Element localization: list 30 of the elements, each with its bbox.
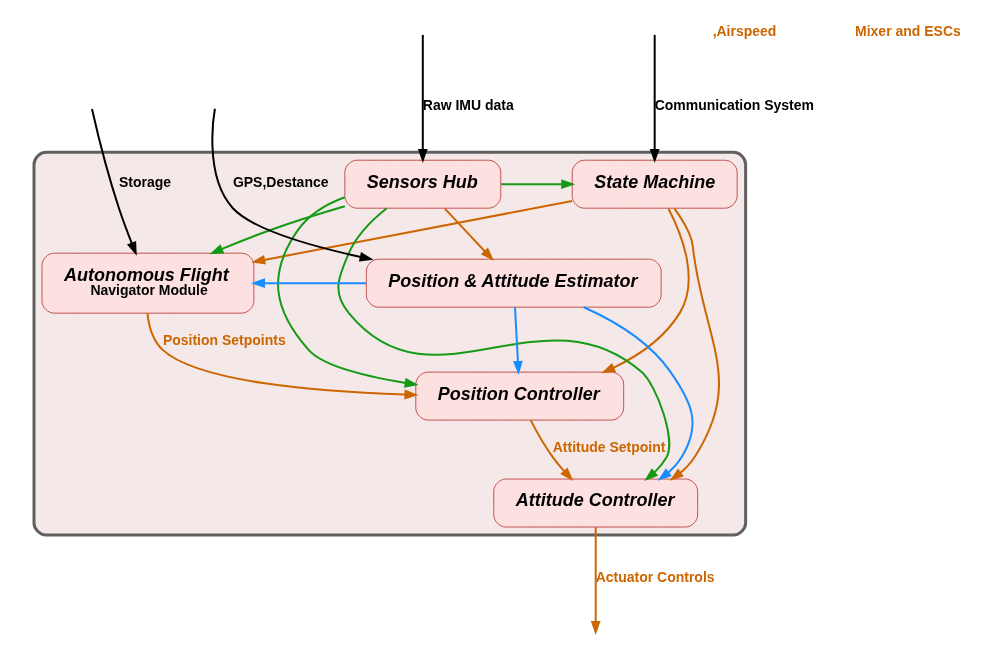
arrow bbox=[90, 107, 137, 256]
arrow bbox=[417, 33, 428, 164]
arrow bbox=[250, 278, 367, 289]
arrow bbox=[208, 205, 346, 255]
arrow bbox=[145, 312, 418, 400]
node-box: Autonomous Flight Navigator Module bbox=[41, 252, 254, 314]
arrow bbox=[600, 207, 690, 374]
arrow bbox=[250, 200, 573, 265]
arrow bbox=[649, 33, 660, 164]
arrow bbox=[582, 306, 693, 481]
arrow bbox=[336, 207, 670, 481]
label: ,Airspeed bbox=[712, 23, 776, 40]
arrow bbox=[443, 207, 494, 262]
node-box: Sensors Hub bbox=[343, 159, 501, 209]
arrow bbox=[590, 526, 601, 635]
edge-label: Storage bbox=[118, 173, 171, 190]
edge-label: Position Setpoints bbox=[162, 332, 286, 349]
arrow bbox=[669, 207, 720, 481]
arrow bbox=[499, 179, 575, 190]
arrow bbox=[276, 196, 419, 388]
edge-label: GPS,Destance bbox=[232, 173, 328, 190]
node-box: Position & Attitude Estimator bbox=[365, 258, 662, 308]
arrow bbox=[529, 419, 573, 482]
node-box: Attitude Controller bbox=[492, 478, 698, 528]
node-box: Position Controller bbox=[414, 371, 624, 421]
edge-label: Attitude Setpoint bbox=[552, 439, 665, 456]
arrow bbox=[512, 306, 523, 375]
node-box: State Machine bbox=[571, 159, 738, 209]
arrow bbox=[210, 107, 374, 262]
label: Mixer and ESCs bbox=[854, 23, 961, 40]
